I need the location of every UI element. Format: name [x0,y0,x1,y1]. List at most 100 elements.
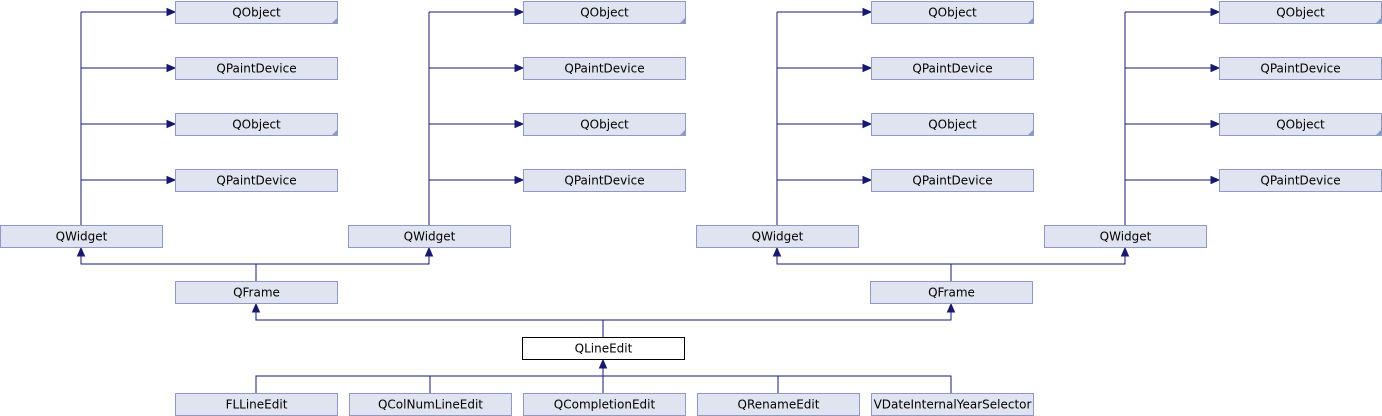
qlineedit-edge-right [603,311,952,321]
qpaintdevice-node-g4-2-label: QPaintDevice [1260,62,1340,76]
qwidget-node-4[interactable]: QWidget [1044,225,1207,248]
arrowhead-right-2-4 [514,175,525,185]
qwidget-node-3[interactable]: QWidget [696,225,859,248]
qpaintdevice-node-g2-2[interactable]: QPaintDevice [523,57,686,80]
arrowhead-right-3-2 [862,63,873,73]
qobject-node-g1-1-box [175,1,338,24]
arrowhead-right-3-4 [862,175,873,185]
vdateinternalyearselector-node[interactable]: VDateInternalYearSelector [871,393,1034,416]
corner-mark-icon [679,17,686,24]
qlineedit-edge-left [255,311,604,337]
qlineedit-node[interactable]: QLineEdit [522,337,685,360]
arrowhead-up-qframe-2 [946,302,956,313]
qobject-node-g2-3-label: QObject [580,118,629,132]
qobject-node-g1-3[interactable]: QObject [175,113,338,136]
vdateinternalyearselector-node-label: VDateInternalYearSelector [874,398,1032,412]
qobject-node-g1-1[interactable]: QObject [175,1,338,24]
qwidget-node-4-label: QWidget [1100,230,1152,244]
qobject-node-g2-1-label: QObject [580,6,629,20]
qobject-node-g1-3-label: QObject [232,118,281,132]
arrowhead-up-qframe-1 [251,302,261,313]
arrowhead-right-4-4 [1210,175,1221,185]
arrowhead-up-qlineedit [598,358,608,369]
arrowhead-right-1-2 [166,63,177,73]
arrowhead-up-qwidget-1b [424,246,434,257]
qpaintdevice-node-g2-2-box [523,57,686,80]
qcompletionedit-node[interactable]: QCompletionEdit [523,393,686,416]
qobject-node-g2-1[interactable]: QObject [523,1,686,24]
qpaintdevice-node-g4-2[interactable]: QPaintDevice [1219,57,1382,80]
qlineedit-node-label: QLineEdit [575,342,633,356]
qcompletionedit-node-label: QCompletionEdit [554,398,656,412]
qpaintdevice-node-g3-4-box [871,169,1034,192]
qobject-node-g2-3-box [523,113,686,136]
qpaintdevice-node-g3-4-label: QPaintDevice [912,174,992,188]
qobject-node-g4-1[interactable]: QObject [1219,1,1382,24]
qframe-node-1-label: QFrame [233,286,280,300]
qwidget-node-4-box [1044,225,1207,248]
arrowhead-right-1-3 [166,119,177,129]
qobject-node-g3-3[interactable]: QObject [871,113,1034,136]
qwidget-node-1[interactable]: QWidget [0,225,163,248]
qframe-node-2[interactable]: QFrame [870,281,1033,304]
fllineedit-node-label: FLLineEdit [226,398,288,412]
arrowhead-right-3-3 [862,119,873,129]
qlineedit-node-box [522,337,685,360]
arrowhead-right-1-4 [166,175,177,185]
qwidget-node-2[interactable]: QWidget [348,225,511,248]
arrowhead-up-qwidget-2b [1120,246,1130,257]
qwidget-node-3-label: QWidget [752,230,804,244]
qwidget-node-2-label: QWidget [404,230,456,244]
qframe-edge-right-2 [951,255,1126,265]
qobject-node-g2-3[interactable]: QObject [523,113,686,136]
qframe-node-1-box [175,281,338,304]
qobject-node-g3-3-label: QObject [928,118,977,132]
qpaintdevice-node-g1-2[interactable]: QPaintDevice [175,57,338,80]
qwidget-node-2-box [348,225,511,248]
qframe-node-1[interactable]: QFrame [175,281,338,304]
qpaintdevice-node-g1-4[interactable]: QPaintDevice [175,169,338,192]
qpaintdevice-node-g2-2-label: QPaintDevice [564,62,644,76]
corner-mark-icon [1375,129,1382,136]
qobject-node-g4-3[interactable]: QObject [1219,113,1382,136]
arrowhead-up-qwidget-1a [76,246,86,257]
qcolnumlineedit-node[interactable]: QColNumLineEdit [349,393,512,416]
qframe-edge-left-2 [776,255,952,281]
qpaintdevice-node-g1-2-label: QPaintDevice [216,62,296,76]
qrenameedit-node[interactable]: QRenameEdit [697,393,860,416]
qobject-node-g1-3-box [175,113,338,136]
arrowhead-right-2-3 [514,119,525,129]
qobject-node-g2-1-box [523,1,686,24]
qpaintdevice-node-g2-4[interactable]: QPaintDevice [523,169,686,192]
qpaintdevice-node-g2-4-label: QPaintDevice [564,174,644,188]
qpaintdevice-node-g3-2-box [871,57,1034,80]
arrowhead-right-2-2 [514,63,525,73]
qwidget-node-1-box [0,225,163,248]
arrowhead-right-4-2 [1210,63,1221,73]
qpaintdevice-node-g1-2-box [175,57,338,80]
qpaintdevice-node-g4-4[interactable]: QPaintDevice [1219,169,1382,192]
qobject-node-g4-3-label: QObject [1276,118,1325,132]
qpaintdevice-node-g3-4[interactable]: QPaintDevice [871,169,1034,192]
qpaintdevice-node-g3-2[interactable]: QPaintDevice [871,57,1034,80]
arrowhead-up-qwidget-2a [772,246,782,257]
qpaintdevice-node-g1-4-label: QPaintDevice [216,174,296,188]
arrowhead-right-1-1 [166,7,177,17]
qpaintdevice-node-g3-2-label: QPaintDevice [912,62,992,76]
corner-mark-icon [1027,17,1034,24]
qpaintdevice-node-g4-4-label: QPaintDevice [1260,174,1340,188]
corner-mark-icon [679,129,686,136]
fllineedit-node[interactable]: FLLineEdit [175,393,338,416]
arrowhead-right-4-1 [1210,7,1221,17]
qframe-edge-left-1 [80,255,257,281]
qpaintdevice-node-g2-4-box [523,169,686,192]
arrowhead-right-3-1 [862,7,873,17]
qframe-edge-right-1 [256,255,430,265]
qobject-node-g3-1-label: QObject [928,6,977,20]
qframe-node-2-box [870,281,1033,304]
qobject-node-g1-1-label: QObject [232,6,281,20]
qobject-node-g3-1-box [871,1,1034,24]
corner-mark-icon [331,129,338,136]
corner-mark-icon [1027,129,1034,136]
qobject-node-g3-1[interactable]: QObject [871,1,1034,24]
